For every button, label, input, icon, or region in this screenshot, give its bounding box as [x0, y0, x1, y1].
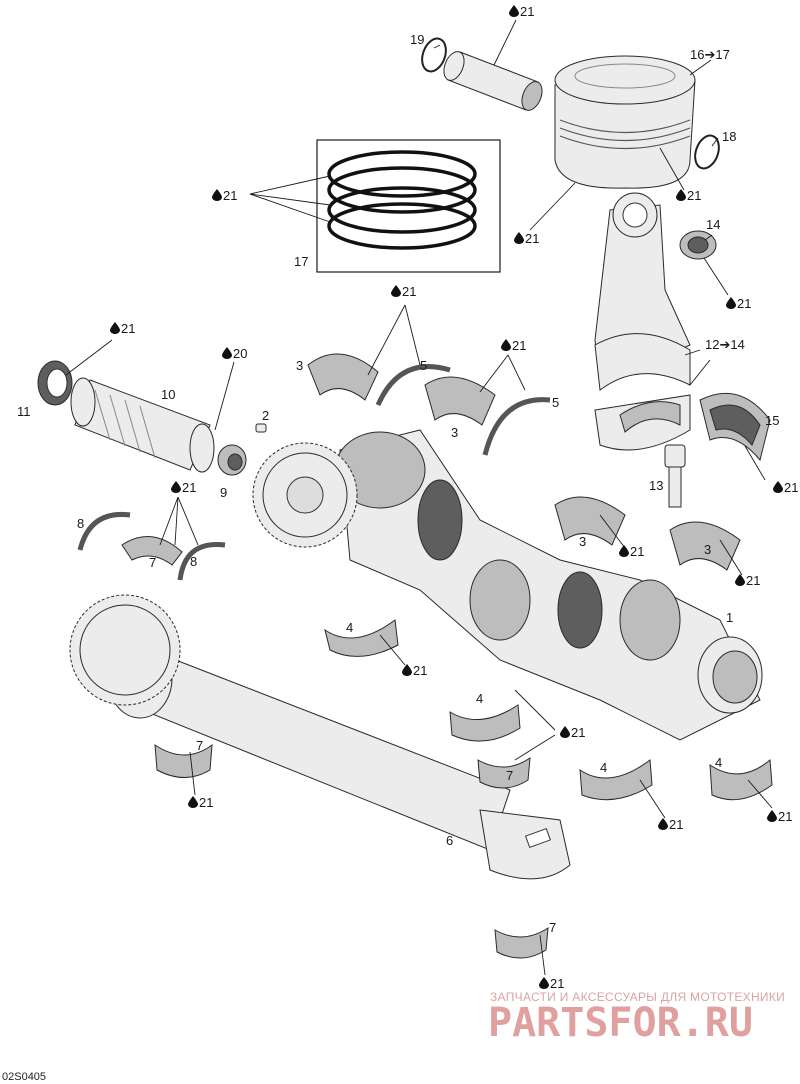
part-label: 7: [506, 768, 513, 783]
part-label: 15: [765, 413, 779, 428]
svg-text:21: 21: [520, 4, 534, 19]
rod-bearing[interactable]: [699, 392, 771, 462]
svg-text:21: 21: [512, 338, 526, 353]
lubricant-ref: 21: [501, 338, 526, 353]
svg-text:21: 21: [402, 284, 416, 299]
crankshaft[interactable]: [334, 429, 763, 741]
lubricant-ref: 21: [212, 188, 237, 203]
svg-text:21: 21: [199, 795, 213, 810]
part-label: 16➔17: [690, 47, 730, 62]
svg-text:21: 21: [778, 809, 792, 824]
svg-text:21: 21: [687, 188, 701, 203]
svg-text:21: 21: [223, 188, 237, 203]
watermark-caption: ЗАПЧАСТИ И АКСЕССУАРЫ ДЛЯ МОТОТЕХНИКИ: [490, 990, 785, 1004]
connecting-rod[interactable]: [594, 192, 691, 391]
lubricant-ref: 21: [509, 4, 534, 19]
lubricant-ref: 20: [222, 346, 247, 361]
balance-shaft-gear[interactable]: [69, 594, 181, 706]
part-label: 14: [706, 217, 720, 232]
part-label: 7: [149, 555, 156, 570]
oil-seal[interactable]: [37, 360, 73, 406]
lubricant-ref: 21: [560, 725, 585, 740]
svg-text:21: 21: [571, 725, 585, 740]
part-label: 4: [715, 755, 722, 770]
part-label: 3: [579, 534, 586, 549]
svg-text:21: 21: [121, 321, 135, 336]
part-label: 9: [220, 485, 227, 500]
lubricant-ref: 21: [658, 817, 683, 832]
svg-text:21: 21: [737, 296, 751, 311]
circlip-left[interactable]: [418, 35, 450, 74]
part-label: 19: [410, 32, 424, 47]
part-label: 5: [420, 358, 427, 373]
rod-bushing[interactable]: [679, 230, 717, 260]
piston-pin[interactable]: [440, 49, 546, 114]
part-label: 12➔14: [705, 337, 745, 352]
svg-text:21: 21: [413, 663, 427, 678]
part-label: 10: [161, 387, 175, 402]
rod-bolt[interactable]: [664, 444, 686, 508]
sleeve[interactable]: [70, 377, 215, 473]
main-bearings[interactable]: [307, 353, 773, 801]
leader-lines: [65, 19, 773, 976]
svg-text:21: 21: [630, 544, 644, 559]
lubricant-ref: 21: [539, 976, 564, 991]
lubricant-ref: 21: [514, 231, 539, 246]
svg-text:21: 21: [525, 231, 539, 246]
svg-text:21: 21: [550, 976, 564, 991]
piston-rings[interactable]: [327, 150, 477, 250]
part-label: 7: [549, 920, 556, 935]
part-labels: 1 2 3 3 3 3 4 4 4 4 5 5 6 7 7 7 7 8 8 9 …: [17, 32, 779, 935]
lubricant-ref: 21: [676, 188, 701, 203]
lubricant-ref: 21: [767, 809, 792, 824]
svg-text:21: 21: [669, 817, 683, 832]
reference-labels: 21 21 21 21 21 21 21 21 21 20 21 21 21 2…: [110, 4, 798, 991]
circlip-right[interactable]: [691, 132, 723, 171]
lubricant-ref: 21: [402, 663, 427, 678]
part-label: 8: [190, 554, 197, 569]
part-label: 4: [346, 620, 353, 635]
part-label: 6: [446, 833, 453, 848]
part-label: 3: [451, 425, 458, 440]
part-label: 5: [552, 395, 559, 410]
part-label: 13: [649, 478, 663, 493]
piston[interactable]: [554, 55, 696, 189]
thrust-washers[interactable]: [77, 364, 551, 581]
part-label: 7: [196, 738, 203, 753]
connecting-rod-cap[interactable]: [594, 394, 691, 451]
svg-text:20: 20: [233, 346, 247, 361]
lubricant-ref: 21: [391, 284, 416, 299]
watermark-logo: PARTSFOR.RU: [488, 1000, 753, 1046]
lubricant-ref: 21: [773, 480, 798, 495]
part-label: 2: [262, 408, 269, 423]
lubricant-ref: 21: [726, 296, 751, 311]
part-label: 4: [600, 760, 607, 775]
part-label: 3: [704, 542, 711, 557]
piston-ring-box: [316, 139, 501, 273]
part-label: 8: [77, 516, 84, 531]
lubricant-ref: 21: [110, 321, 135, 336]
part-label: 1: [726, 610, 733, 625]
needle-bearing[interactable]: [217, 444, 247, 476]
part-label: 18: [722, 129, 736, 144]
lubricant-ref: 21: [735, 573, 760, 588]
svg-text:21: 21: [182, 480, 196, 495]
part-label: 11: [17, 404, 31, 419]
svg-text:21: 21: [784, 480, 798, 495]
crankshaft-gear[interactable]: [252, 442, 358, 548]
balance-shaft-bearings[interactable]: [121, 536, 549, 959]
image-code: 02S0405: [2, 1071, 46, 1083]
lubricant-ref: 21: [619, 544, 644, 559]
lubricant-ref: 21: [171, 480, 196, 495]
pin[interactable]: [255, 423, 267, 433]
part-label: 3: [296, 358, 303, 373]
part-label: 17: [294, 254, 308, 269]
lubricant-ref: 21: [188, 795, 213, 810]
svg-text:21: 21: [746, 573, 760, 588]
part-label: 4: [476, 691, 483, 706]
